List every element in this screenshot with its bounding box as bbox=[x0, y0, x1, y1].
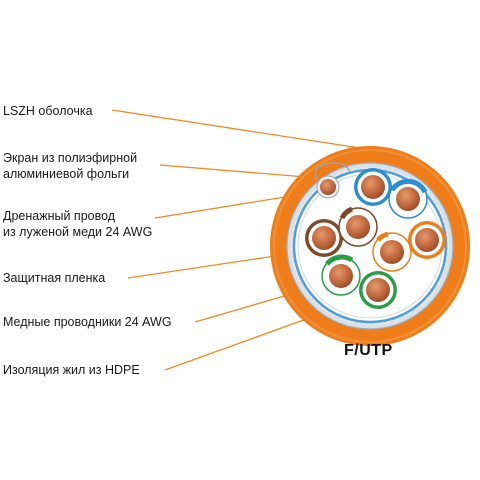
conductor-brown-white bbox=[338, 206, 378, 247]
pair-green bbox=[321, 254, 397, 309]
pair-orange bbox=[372, 221, 446, 272]
leader-line-foil bbox=[159, 164, 319, 179]
pair-brown bbox=[305, 206, 378, 257]
label-insulation: Изоляция жил из HDPE bbox=[3, 362, 140, 378]
label-conductors-text: Медные проводники 24 AWG bbox=[3, 315, 172, 329]
conductor-green-white bbox=[321, 254, 361, 296]
label-film-text: Защитная пленка bbox=[3, 271, 106, 285]
conductor-green bbox=[359, 271, 397, 309]
label-jacket-text: LSZH оболочка bbox=[3, 104, 93, 118]
label-foil: Экран из полиэфирной алюминиевой фольги bbox=[3, 150, 137, 182]
label-jacket: LSZH оболочка bbox=[3, 103, 93, 119]
cable-type-title: F/UTP bbox=[344, 342, 393, 359]
drain-wire bbox=[314, 162, 351, 199]
label-foil-line2: алюминиевой фольги bbox=[3, 167, 130, 181]
label-conductors: Медные проводники 24 AWG bbox=[3, 314, 172, 330]
label-foil-line1: Экран из полиэфирной bbox=[3, 151, 138, 165]
label-drain-line2: из луженой меди 24 AWG bbox=[3, 225, 153, 239]
label-insulation-text: Изоляция жил из HDPE bbox=[3, 363, 140, 377]
conductor-blue bbox=[354, 168, 392, 206]
leader-line-jacket bbox=[111, 109, 361, 149]
pair-blue bbox=[354, 168, 428, 219]
conductor-brown bbox=[305, 219, 343, 257]
leader-lines bbox=[111, 109, 371, 371]
label-drain: Дренажный провод из луженой меди 24 AWG bbox=[3, 208, 152, 240]
conductor-orange bbox=[408, 221, 446, 259]
label-drain-line1: Дренажный провод bbox=[3, 209, 116, 223]
conductor-blue-white bbox=[388, 178, 428, 219]
label-film: Защитная пленка bbox=[3, 270, 105, 286]
conductor-orange-white bbox=[372, 231, 412, 272]
